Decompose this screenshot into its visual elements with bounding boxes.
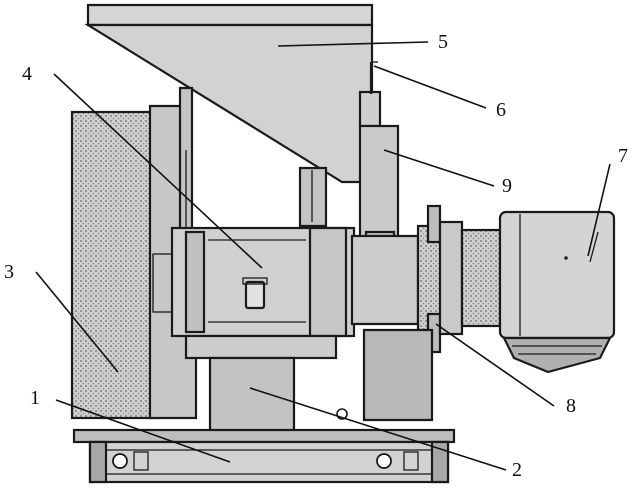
leader-7 <box>587 163 611 257</box>
callout-8: 8 <box>566 395 576 417</box>
callout-5: 5 <box>438 31 448 53</box>
callout-6: 6 <box>496 99 506 121</box>
leader-4 <box>53 73 263 269</box>
callout-1: 1 <box>30 387 40 409</box>
callout-7: 7 <box>618 145 628 167</box>
leader-2 <box>249 387 507 471</box>
leader-1 <box>55 399 231 463</box>
leader-9 <box>383 149 495 187</box>
base-frame <box>72 428 456 484</box>
leader-lines <box>35 41 611 471</box>
pressing-chamber <box>170 226 356 338</box>
leader-8 <box>435 323 555 407</box>
leader-6 <box>373 65 487 109</box>
coupling-flange <box>426 204 502 354</box>
support-pedestal <box>184 334 348 434</box>
leader-5 <box>277 41 429 47</box>
callout-4: 4 <box>22 63 32 85</box>
hopper-supports <box>178 86 328 234</box>
housing-cover <box>70 110 154 420</box>
hopper <box>84 3 374 184</box>
leader-3 <box>35 271 119 373</box>
callout-3: 3 <box>4 261 14 283</box>
callout-9: 9 <box>502 175 512 197</box>
electric-motor <box>498 210 616 374</box>
chute-handle-rod <box>369 61 378 94</box>
callout-numbers: 1 2 3 4 5 6 7 8 9 <box>4 31 628 481</box>
outlet-chute <box>358 90 400 258</box>
callout-2: 2 <box>512 459 522 481</box>
barrel-bracket <box>362 328 434 422</box>
